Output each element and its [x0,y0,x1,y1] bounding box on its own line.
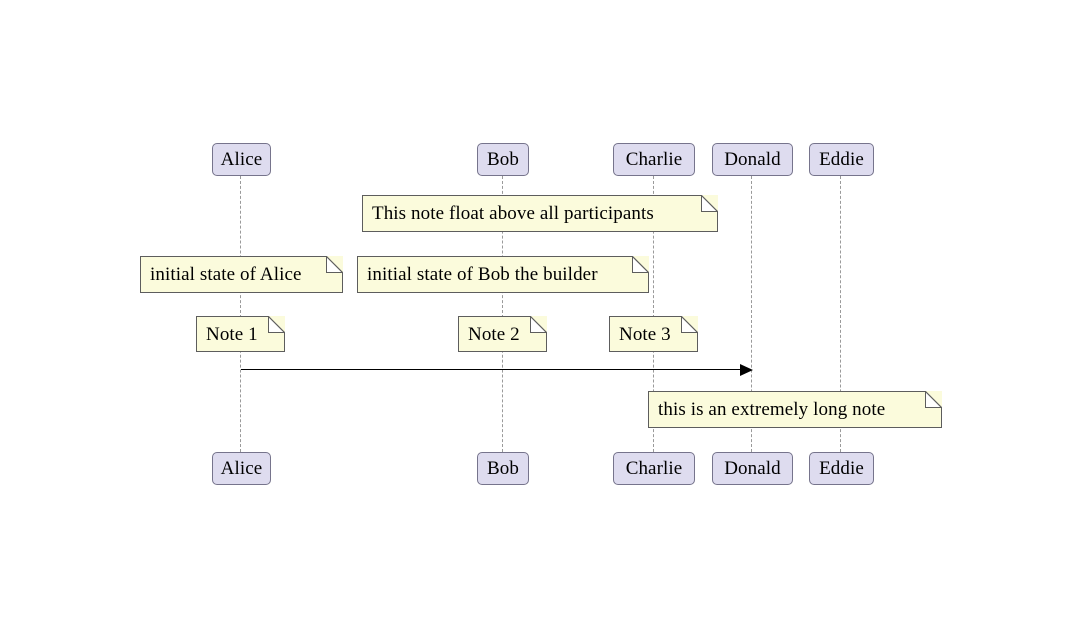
note-fold-triangle-icon [925,390,943,408]
lifeline-eddie [840,176,842,452]
note-note-float-above[interactable]: This note float above all participants [362,194,719,232]
participant-bob-bottom[interactable]: Bob [477,452,529,485]
participant-eddie-top[interactable]: Eddie [809,143,874,176]
note-text: Note 3 [619,323,671,345]
participant-label: Alice [220,149,263,170]
participant-label: Bob [487,149,519,170]
lifeline-bob [502,176,504,452]
note-note-initial-alice[interactable]: initial state of Alice [140,255,344,293]
note-fold-triangle-icon [268,315,286,333]
participant-label: Eddie [819,149,864,170]
note-note-long[interactable]: this is an extremely long note [648,390,943,428]
participant-label: Charlie [625,149,683,170]
note-fold-triangle-icon [632,255,650,273]
participant-donald-bottom[interactable]: Donald [712,452,793,485]
participant-donald-top[interactable]: Donald [712,143,793,176]
note-text: Note 1 [206,323,258,345]
note-text: initial state of Bob the builder [367,264,598,285]
participant-label: Charlie [625,458,683,479]
participant-label: Alice [220,458,263,479]
lifeline-charlie [653,176,655,452]
participant-charlie-bottom[interactable]: Charlie [613,452,695,485]
participant-label: Bob [487,458,519,479]
note-text: Note 2 [468,323,520,345]
note-fold-triangle-icon [326,255,344,273]
message-line-alice-to-donald[interactable] [241,369,742,370]
note-note-1[interactable]: Note 1 [196,315,286,352]
note-note-2[interactable]: Note 2 [458,315,548,352]
participant-alice-bottom[interactable]: Alice [212,452,271,485]
note-fold-triangle-icon [701,194,719,212]
participant-label: Donald [724,149,781,170]
note-text: This note float above all participants [372,203,654,224]
note-text: initial state of Alice [150,264,302,285]
lifeline-alice [240,176,242,452]
participant-bob-top[interactable]: Bob [477,143,529,176]
note-note-3[interactable]: Note 3 [609,315,699,352]
lifeline-donald [751,176,753,452]
participant-label: Donald [724,458,781,479]
note-note-initial-bob[interactable]: initial state of Bob the builder [357,255,650,293]
participant-alice-top[interactable]: Alice [212,143,271,176]
participant-eddie-bottom[interactable]: Eddie [809,452,874,485]
note-fold-triangle-icon [530,315,548,333]
participant-charlie-top[interactable]: Charlie [613,143,695,176]
participant-label: Eddie [819,458,864,479]
note-text: this is an extremely long note [658,399,886,420]
note-fold-triangle-icon [681,315,699,333]
message-arrowhead-alice-to-donald [740,364,753,376]
